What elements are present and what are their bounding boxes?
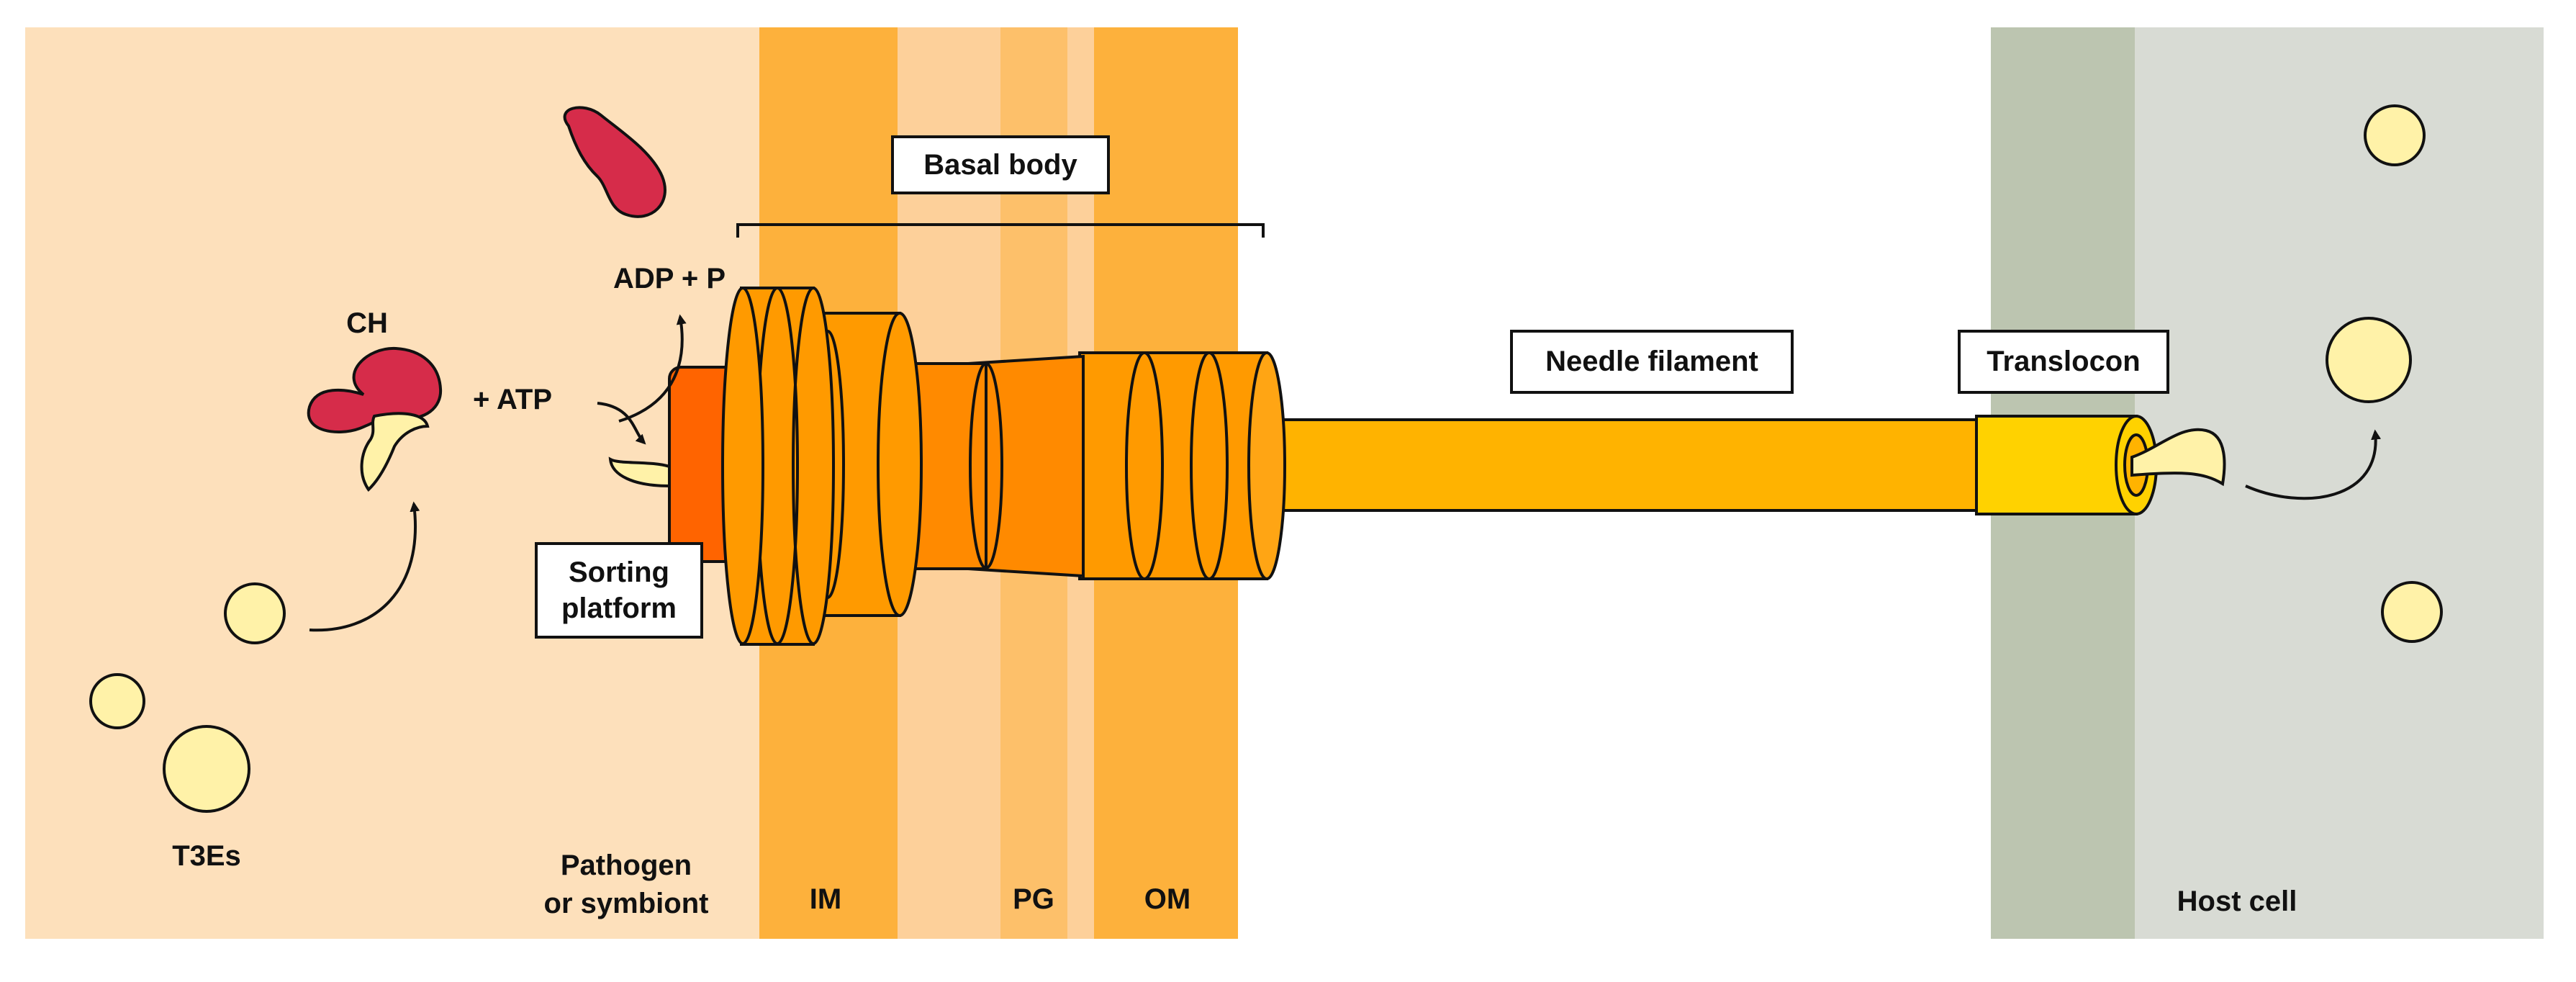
host-cytoplasm [2135,27,2544,939]
pathogen-label-line2: or symbiont [544,888,709,919]
needle-icon [1226,418,2010,512]
sorting-platform-callout: Sorting platform [535,542,703,639]
released-chaperone-icon [563,106,666,218]
effector-icon [360,412,430,492]
host-cell-label: Host cell [2177,886,2297,917]
sorting-platform-label-line1: Sorting [569,557,669,588]
pg-label: PG [1013,883,1054,915]
delivery-arrow [2245,429,2382,500]
adp-label: ADP + P [613,263,726,294]
free-effectors [89,582,286,813]
t3es-label: T3Es [172,840,241,872]
basal-body-callout: Basal body [891,135,1110,194]
translocon-callout: Translocon [1958,330,2169,394]
exiting-effector-icon [2130,428,2226,487]
basal-body-bracket [736,223,1265,238]
needle-filament-callout: Needle filament [1510,330,1794,394]
basal-body-label: Basal body [923,149,1077,181]
host-effectors [2326,104,2443,643]
pathogen-label-line1: Pathogen [561,850,692,881]
binding-arrow [309,501,420,632]
translocon-label: Translocon [1987,346,2140,377]
atp-arrow [597,402,646,445]
translocon-pore [1975,415,2158,515]
docked-effector-icon [608,456,671,488]
im-label: IM [810,883,841,915]
ch-label: CH [346,307,388,339]
atp-label: + ATP [473,384,552,415]
needle-filament-label: Needle filament [1545,346,1758,377]
sorting-platform-label-line2: platform [561,593,677,624]
adp-arrow [618,314,687,423]
om-label: OM [1144,883,1190,915]
basal-body-rings [721,287,1286,646]
